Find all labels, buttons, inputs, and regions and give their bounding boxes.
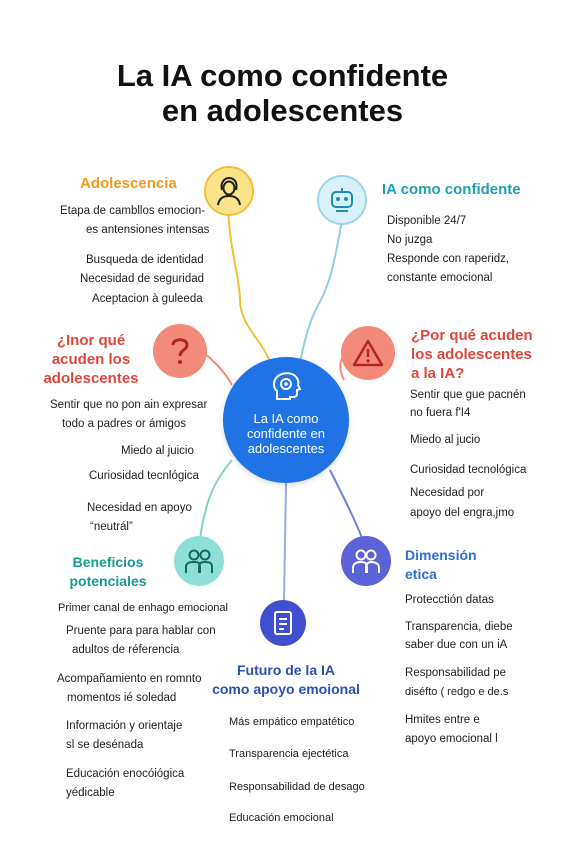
heading-line: Beneficios (72, 554, 144, 570)
list-item: Responsabilidad de desago (229, 781, 365, 793)
heading-inor: ¿Inor qué acuden los adolescentes (38, 331, 144, 388)
center-line-2: confidente en (246, 426, 326, 441)
list-item: Hmites entre e (405, 714, 480, 726)
link-inor (202, 351, 233, 386)
list-item: Primer canal de enhago emocional (58, 602, 228, 614)
list-item: Transparencia ejectética (229, 748, 349, 760)
list-item: adultos de réferencia (72, 644, 180, 656)
list-item: Protecctión datas (405, 594, 494, 606)
list-item: Busqueda de identidad (86, 254, 204, 266)
document-icon (260, 600, 306, 646)
list-item: Curiosidad tecnológica (410, 464, 527, 476)
list-item: Transparencia, diebe (405, 621, 513, 633)
list-item: Necesidad en apoyo (87, 502, 192, 514)
list-item: “neutrál” (90, 521, 133, 533)
heading-porque: ¿Por qué acuden los adolescentes a la IA… (411, 326, 533, 383)
list-item: yédicable (66, 787, 115, 799)
center-line-3: adolescentes (247, 441, 325, 456)
list-item: Pruente para para hablar con (66, 625, 216, 637)
list-item: Miedo al juicio (121, 445, 194, 457)
list-item: Necesidad por (410, 487, 485, 499)
center-line-1: La IA como (253, 411, 319, 426)
head-gear-icon (269, 369, 303, 408)
heading-line: etica (405, 566, 437, 582)
heading-ia-confidente: IA como confidente (382, 181, 521, 198)
list-item: Más empático empatético (229, 716, 355, 728)
heading-line: potenciales (69, 573, 147, 589)
list-item: Información y orientaje (66, 720, 183, 732)
list-item: Educación enocóiógica (66, 768, 185, 780)
list-item: Necesidad de seguridad (80, 273, 205, 285)
heading-line: Dimensión (405, 547, 477, 563)
title-line-1: La IA como confidente (116, 58, 449, 93)
heading-beneficios: Beneficios potenciales (64, 553, 152, 591)
heading-futuro: Futuro de la IA como apoyo emoional (210, 661, 362, 699)
heading-line: a la IA? (411, 365, 465, 382)
list-item: Etapa de cambllos emocion- (60, 205, 206, 217)
list-item: es antensiones intensas (86, 224, 210, 236)
list-item: Responde con raperidz, (387, 253, 510, 265)
list-item: todo a padres or ámigos (62, 418, 187, 430)
link-adolescencia (227, 209, 271, 363)
list-item: diséfto ( redgo e de.s (405, 686, 509, 698)
heading-line: acuden los (51, 351, 131, 368)
list-item: apoyo del engra,jmo (410, 507, 515, 519)
list-item: No juzga (387, 234, 433, 246)
list-item: saber due con un iA (405, 639, 508, 651)
heading-line: los adolescentes (411, 346, 532, 363)
center-node: La IA como confidente en adolescentes (223, 357, 349, 483)
heading-line: Futuro de la IA (237, 662, 335, 678)
robot-icon (317, 175, 367, 225)
link-futuro (283, 482, 287, 601)
list-item: Educación emocional (229, 812, 334, 824)
list-item: Miedo al jucio (410, 434, 481, 446)
warning-icon (341, 326, 395, 380)
users-icon (341, 536, 391, 586)
heading-adolescencia: Adolescencia (80, 175, 177, 192)
heading-line: adolescentes (43, 370, 139, 387)
heading-line: como apoyo emoional (212, 681, 360, 697)
list-item: Sentir que gue pacnén (410, 389, 526, 401)
list-item: sl se desénada (66, 739, 144, 751)
list-item: Responsabilidad pe (405, 667, 507, 679)
question-mark-icon (153, 324, 207, 378)
link-beneficios (199, 459, 233, 541)
heading-line: ¿Inor qué (56, 332, 126, 349)
link-confidente (299, 219, 343, 363)
list-item: apoyo emocional l (405, 733, 498, 745)
list-item: Disponible 24/7 (387, 215, 467, 227)
list-item: Curiosidad tecnlógica (89, 470, 199, 482)
list-item: momentos ié soledad (67, 692, 177, 704)
people-icon (174, 536, 224, 586)
list-item: Sentir que no pon ain expresar (50, 399, 208, 411)
heading-dimension: Dimensión etica (405, 546, 477, 584)
title-line-2: en adolescentes (161, 93, 404, 128)
page-title: La IA como confidente en adolescentes (0, 58, 565, 128)
list-item: no fuera f'I4 (410, 407, 471, 419)
link-dimension (329, 469, 363, 539)
person-icon (204, 166, 254, 216)
heading-line: ¿Por qué acuden (411, 327, 533, 344)
list-item: Acompañamiento en romnto (57, 673, 202, 685)
list-item: constante emocional (387, 272, 493, 284)
list-item: Aceptacion à guleeda (92, 293, 203, 305)
